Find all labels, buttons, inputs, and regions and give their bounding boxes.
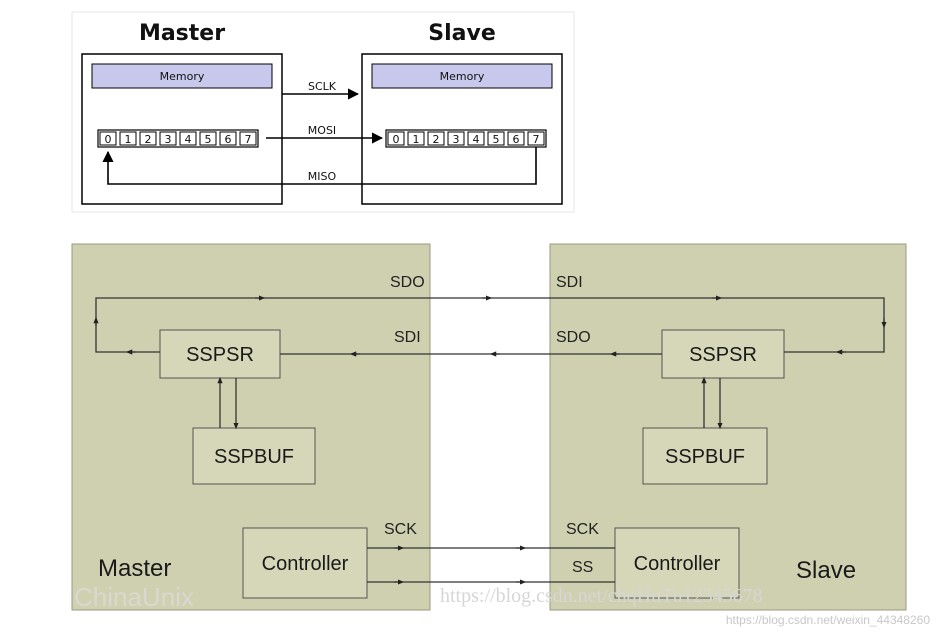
slave-controller-label: Controller	[634, 553, 721, 575]
miso-label: MISO	[308, 170, 337, 183]
master-side-label: Master	[98, 555, 171, 582]
slave-cell: 3	[453, 133, 460, 146]
slave-register: 0 1 2 3 4 5 6 7	[385, 129, 547, 148]
master-cell: 4	[185, 133, 192, 146]
watermark-chinaunix: ChinaUnix	[74, 582, 194, 612]
slave-cell: 5	[493, 133, 500, 146]
slave-sdo-label: SDO	[556, 329, 591, 346]
slave-sspsr-box	[661, 329, 785, 379]
master-sspbuf-label: SSPBUF	[214, 446, 294, 468]
master-sspsr-sspbuf-link	[217, 376, 239, 430]
mosi-data-path	[93, 295, 887, 355]
slave-memory-label: Memory	[440, 70, 485, 83]
slave-sck-label: SCK	[566, 521, 599, 538]
master-cell: 3	[165, 133, 172, 146]
slave-sdi-label: SDI	[556, 274, 583, 291]
slave-sspsr-label: SSPSR	[689, 344, 757, 366]
master-cell: 7	[245, 133, 252, 146]
master-cell: 2	[145, 133, 152, 146]
slave-sspbuf-box	[642, 427, 768, 485]
sclk-label: SCLK	[308, 80, 337, 93]
master-controller-box	[242, 527, 368, 599]
slave-controller-box	[614, 527, 740, 599]
master-sck-label: SCK	[384, 521, 417, 538]
slave-ss-label: SS	[572, 559, 593, 576]
master-cell: 0	[105, 133, 112, 146]
master-cell: 5	[205, 133, 212, 146]
slave-cell: 2	[433, 133, 440, 146]
slave-sspsr-sspbuf-link	[701, 376, 723, 430]
slave-side-label: Slave	[796, 557, 856, 584]
top-diagram: Master Slave Memory Memory 0 1 2 3 4 5 6	[71, 11, 575, 213]
master-sdi-label: SDI	[394, 329, 421, 346]
watermark-csdn: https://blog.csdn.net/weixin_44348260	[726, 613, 930, 627]
master-cell: 1	[125, 133, 132, 146]
slave-cell: 1	[413, 133, 420, 146]
master-sspsr-label: SSPSR	[186, 344, 254, 366]
master-title: Master	[139, 21, 225, 46]
miso-arrow	[102, 147, 537, 185]
slave-cell: 6	[513, 133, 520, 146]
mosi-label: MOSI	[308, 124, 336, 137]
watermark-blog: https://blog.csdn.net/chqHuTu12345678	[440, 585, 763, 607]
master-memory	[91, 63, 273, 89]
master-sspsr-box	[159, 329, 281, 379]
slave-cell: 0	[393, 133, 400, 146]
master-cell: 6	[225, 133, 232, 146]
slave-sspbuf-label: SSPBUF	[665, 446, 745, 468]
master-register: 0 1 2 3 4 5 6 7	[97, 129, 259, 148]
slave-memory	[371, 63, 553, 89]
master-memory-label: Memory	[160, 70, 205, 83]
bottom-diagram: SSPSR SSPBUF Controller SSPSR SSPBUF Con…	[71, 243, 907, 611]
master-sspbuf-box	[192, 427, 316, 485]
master-sdo-label: SDO	[390, 274, 425, 291]
slave-cell: 4	[473, 133, 480, 146]
slave-title: Slave	[428, 21, 496, 46]
master-controller-label: Controller	[262, 553, 349, 575]
slave-cell: 7	[533, 133, 540, 146]
